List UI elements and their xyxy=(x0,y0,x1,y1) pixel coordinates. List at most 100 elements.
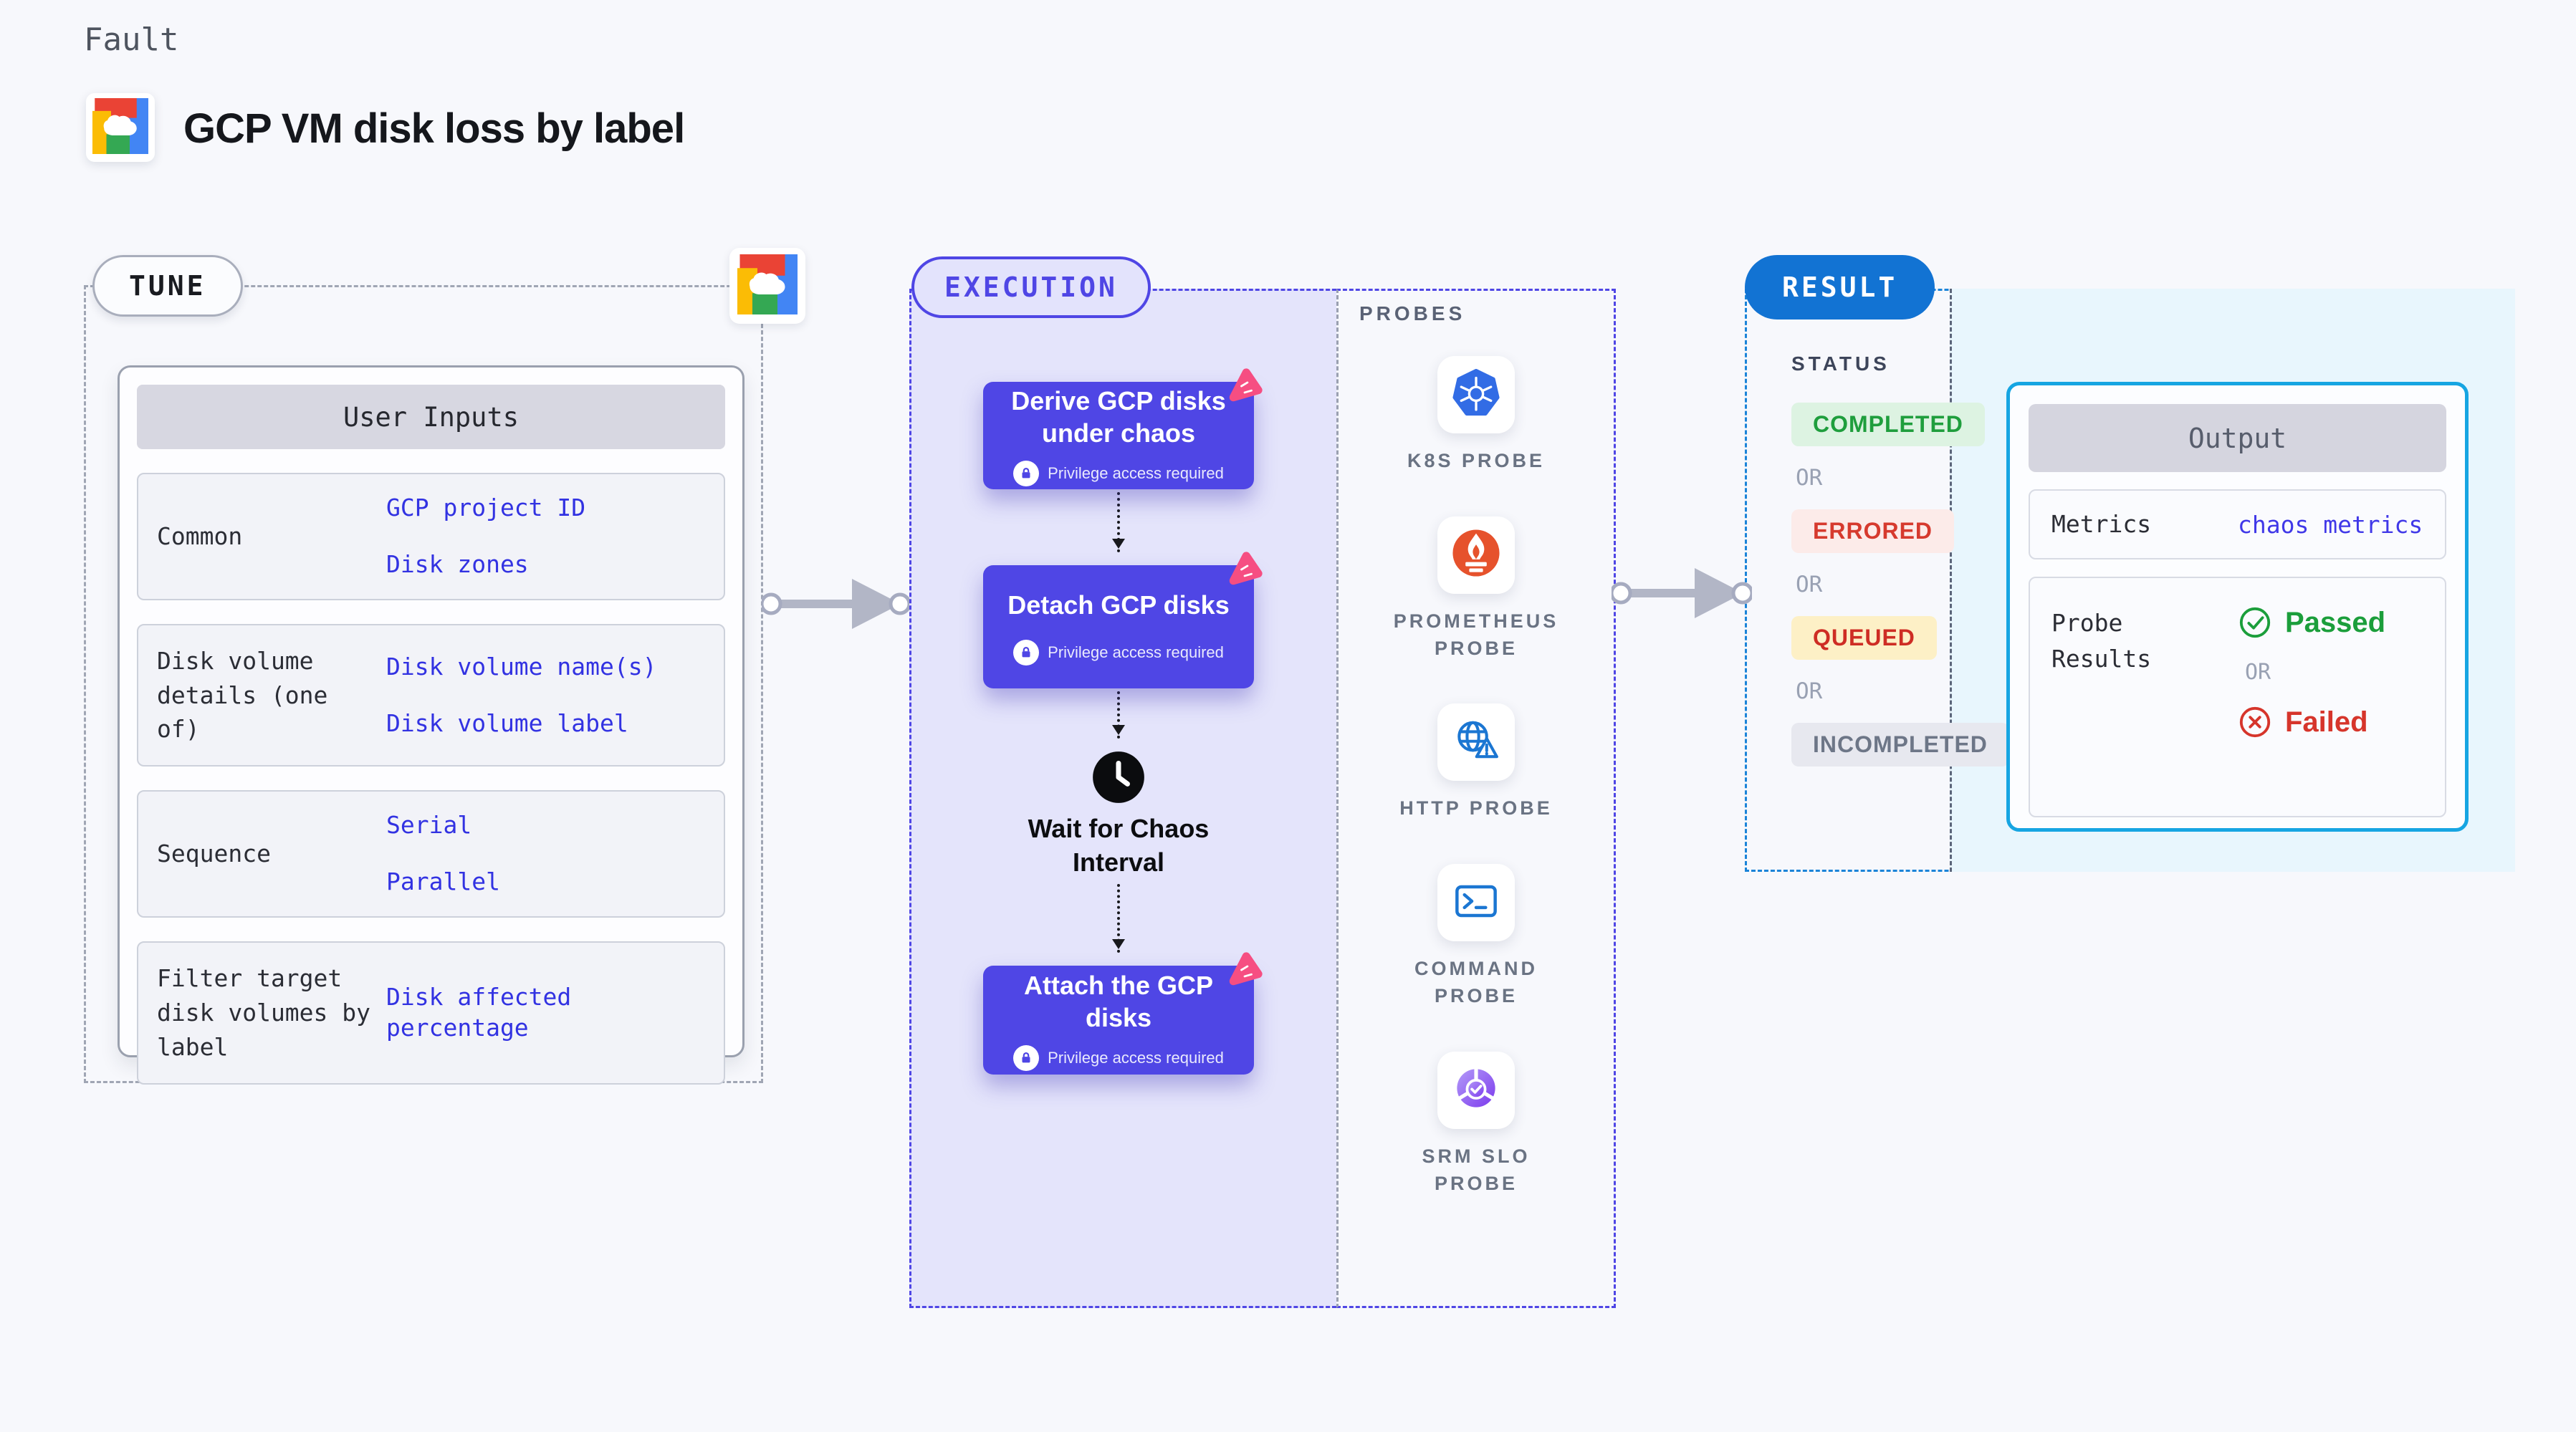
probes-section-box xyxy=(1336,289,1616,1308)
user-input-value: Disk affected percentage xyxy=(386,982,572,1042)
user-input-value: Parallel xyxy=(386,868,500,896)
user-input-label: Filter target disk volumes by label xyxy=(157,964,371,1061)
probe-label: HTTP PROBE xyxy=(1399,797,1553,820)
wait-for-chaos-label: Wait for Chaos Interval xyxy=(1028,814,1210,877)
user-input-value: GCP project ID xyxy=(386,494,586,522)
command-probe-icon xyxy=(1450,875,1503,931)
passed-line: Passed xyxy=(2238,605,2385,640)
probe-item: K8S PROBE xyxy=(1379,356,1573,475)
user-input-label: Sequence xyxy=(157,840,271,868)
probe-label: SRM SLO PROBE xyxy=(1422,1145,1531,1194)
probe-results-values: Passed OR Failed xyxy=(2238,605,2385,739)
user-inputs-header: User Inputs xyxy=(137,385,725,449)
output-header: Output xyxy=(2029,404,2446,472)
probe-results-row: Probe Results Passed OR Failed xyxy=(2029,577,2446,817)
exec-node-derive-disks: Derive GCP disks under chaos Privilege a… xyxy=(983,368,1263,489)
probe-icon-card xyxy=(1437,703,1515,782)
check-circle-icon xyxy=(2239,607,2271,638)
chaos-pinwheel-icon xyxy=(1224,950,1265,990)
http-probe-icon xyxy=(1450,714,1503,771)
status-badge-errored: ERRORED xyxy=(1791,509,1955,553)
probe-label: PROMETHEUS PROBE xyxy=(1393,610,1559,659)
probe-results-or: OR xyxy=(2245,660,2271,685)
probe-item: HTTP PROBE xyxy=(1379,703,1573,822)
user-input-value: Disk volume name(s) xyxy=(386,652,657,681)
exec-node-title: Attach the GCP disks xyxy=(1023,971,1214,1032)
user-input-row: Disk volume details (one of) Disk volume… xyxy=(137,623,725,767)
user-inputs-card: User Inputs Common GCP project ID Disk zo… xyxy=(118,365,744,1085)
gcp-cloud-icon xyxy=(737,254,798,318)
probe-results-label: Probe Results xyxy=(2051,609,2152,673)
lock-icon xyxy=(1013,461,1040,486)
metrics-value: chaos metrics xyxy=(2238,510,2423,539)
tune-to-execution-arrow xyxy=(762,579,909,629)
privilege-row: Privilege access required xyxy=(1013,639,1224,665)
status-or-separator: OR xyxy=(1796,678,1823,704)
user-input-values: Disk affected percentage xyxy=(386,982,705,1044)
probe-label: K8S PROBE xyxy=(1407,450,1546,471)
probe-item: SRM SLO PROBE xyxy=(1379,1051,1573,1198)
probe-item: COMMAND PROBE xyxy=(1379,864,1573,1010)
user-input-row: Filter target disk volumes by label Disk… xyxy=(137,941,725,1085)
tune-badge: TUNE xyxy=(92,255,243,317)
srm-slo-icon xyxy=(1450,1062,1503,1118)
prometheus-icon xyxy=(1450,527,1503,583)
privilege-label: Privilege access required xyxy=(1048,643,1224,661)
user-inputs-rows: Common GCP project ID Disk zones Disk vol… xyxy=(137,473,725,1085)
failed-label: Failed xyxy=(2285,706,2368,738)
privilege-label: Privilege access required xyxy=(1048,464,1224,482)
status-badge-completed: COMPLETED xyxy=(1791,403,1985,446)
result-badge: RESULT xyxy=(1745,255,1935,319)
exec-node-attach-disks: Attach the GCP disks Privilege access re… xyxy=(983,952,1263,1075)
probe-icon-card xyxy=(1437,516,1515,594)
flow-connector-dotted xyxy=(1112,492,1125,552)
status-badge-incompleted: INCOMPLETED xyxy=(1791,723,2009,767)
lock-icon xyxy=(1013,639,1040,665)
user-input-value: Disk zones xyxy=(386,549,529,578)
probe-item: PROMETHEUS PROBE xyxy=(1379,516,1573,663)
user-input-label: Disk volume details (one of) xyxy=(157,646,328,744)
exec-node-detach-disks: Detach GCP disks Privilege access requir… xyxy=(983,552,1263,688)
page-title: GCP VM disk loss by label xyxy=(183,105,685,152)
user-input-label: Common xyxy=(157,522,243,550)
clock-icon xyxy=(1091,749,1146,805)
user-input-values: Disk volume name(s) Disk volume label xyxy=(386,652,705,739)
privilege-row: Privilege access required xyxy=(1013,1045,1224,1071)
user-input-value: Disk volume label xyxy=(386,708,628,737)
lock-icon xyxy=(1013,1045,1040,1071)
exec-node-title: Derive GCP disks under chaos xyxy=(1011,386,1226,448)
output-card: Output Metrics chaos metrics Probe Resul… xyxy=(2006,382,2469,832)
gcp-logo-card xyxy=(86,93,155,162)
execution-badge: EXECUTION xyxy=(911,256,1151,318)
failed-line: Failed xyxy=(2238,705,2385,739)
user-input-value: Serial xyxy=(386,811,472,840)
probe-icon-card xyxy=(1437,1051,1515,1129)
flow-connector-dotted xyxy=(1112,691,1125,739)
gcp-cloud-icon xyxy=(92,97,148,158)
exec-node-title: Detach GCP disks xyxy=(1007,590,1230,620)
chaos-pinwheel-icon xyxy=(1224,366,1265,406)
execution-to-result-arrow xyxy=(1612,568,1752,618)
flow-connector-dotted xyxy=(1112,884,1125,953)
x-circle-icon xyxy=(2239,706,2271,738)
probe-icon-card xyxy=(1437,864,1515,942)
status-or-separator: OR xyxy=(1796,465,1823,491)
passed-label: Passed xyxy=(2285,606,2386,638)
privilege-label: Privilege access required xyxy=(1048,1049,1224,1067)
metrics-row: Metrics chaos metrics xyxy=(2029,489,2446,559)
user-input-row: Common GCP project ID Disk zones xyxy=(137,473,725,600)
probe-list: K8S PROBE PROMETHEUS PROBE HTTP PROBE xyxy=(1336,356,1616,1197)
probe-icon-card xyxy=(1437,356,1515,433)
status-heading: STATUS xyxy=(1791,352,1890,375)
status-or-separator: OR xyxy=(1796,572,1823,597)
user-input-values: GCP project ID Disk zones xyxy=(386,493,705,580)
probe-label: COMMAND PROBE xyxy=(1414,958,1538,1006)
privilege-row: Privilege access required xyxy=(1013,461,1224,486)
tune-gcp-corner-card xyxy=(729,248,805,324)
chaos-pinwheel-icon xyxy=(1224,549,1265,590)
metrics-label: Metrics xyxy=(2051,510,2152,539)
